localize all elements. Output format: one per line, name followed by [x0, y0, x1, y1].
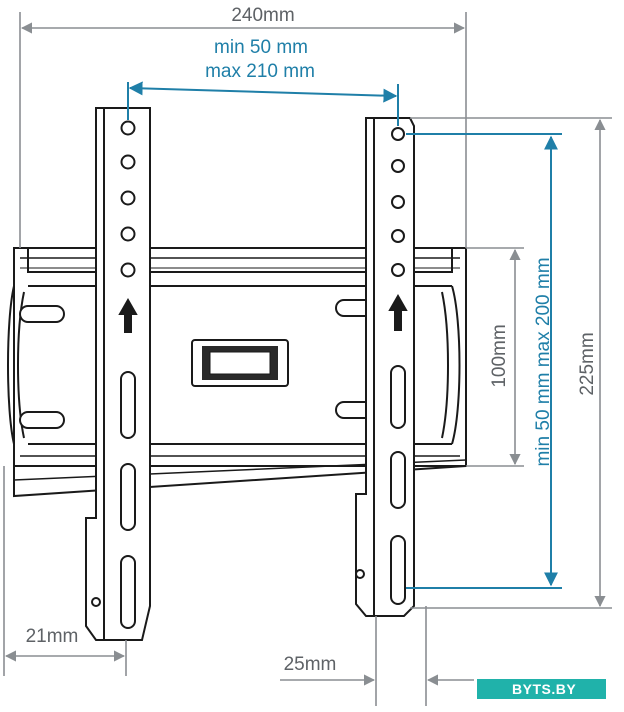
strip-width-label: 21mm: [26, 626, 79, 647]
watermark-logo: [477, 679, 606, 699]
hole-spacing-max-label: max 210 mm: [205, 61, 315, 82]
hole-spacing-min-label: min 50 mm: [214, 37, 308, 58]
bracket-height-label: 100mm: [489, 324, 510, 387]
wall-distance-label: 25mm: [284, 654, 337, 675]
dimension-lines: [3, 12, 612, 706]
left-vertical-strip: [85, 107, 151, 641]
total-width-label: 240mm: [231, 5, 294, 26]
vertical-hole-spacing-label: min 50 mm max 200 mm: [533, 257, 554, 466]
blue-dimension-lines: [127, 81, 562, 589]
total-height-label: 225mm: [577, 332, 598, 395]
right-vertical-strip: [355, 117, 415, 617]
watermark-text: BYTS.BY: [512, 681, 577, 697]
